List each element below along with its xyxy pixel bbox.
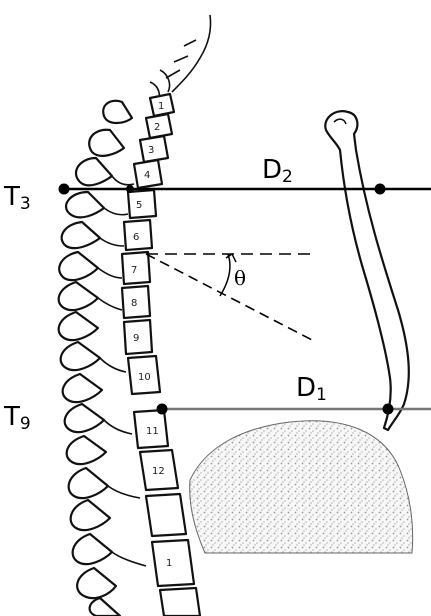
d2-sternum-point [375, 184, 386, 195]
angled-dashed-line [146, 254, 312, 340]
spinal-column: 1 2 3 4 5 6 7 8 9 10 11 12 1 [59, 94, 200, 616]
reference-points [59, 184, 394, 415]
vertebra-number: 9 [133, 333, 139, 344]
vertebra-number: 3 [148, 145, 154, 156]
theta-arc [220, 254, 230, 296]
t9-label: T9 [3, 402, 31, 434]
t3-label: T3 [3, 182, 31, 214]
d1-sternum-point [383, 404, 394, 415]
spinous-processes [59, 101, 132, 616]
vertebra-number: 4 [144, 170, 150, 181]
d2-label-sub: 2 [282, 167, 293, 187]
vertebral-bodies [122, 94, 200, 616]
cervical-sketch [150, 15, 211, 104]
organ-stippled-region [190, 421, 413, 553]
d1-label: D1 [296, 373, 327, 405]
t3-point [59, 184, 70, 195]
t3-label-main: T [3, 182, 20, 212]
d2-label: D2 [262, 155, 293, 187]
labels: T3 T9 D2 D1 θ [3, 155, 327, 434]
vertebra-number: 12 [152, 466, 165, 477]
sternum [325, 111, 408, 430]
vertebra-number: 1 [166, 558, 172, 569]
vertebra-number: 11 [146, 426, 159, 437]
t3-body-point [126, 185, 134, 193]
vertebra-number: 5 [136, 200, 142, 211]
t9-point [157, 404, 168, 415]
t3-label-sub: 3 [20, 194, 31, 214]
theta-arrowhead [226, 254, 236, 262]
theta-label: θ [234, 266, 246, 290]
vertebra-number: 1 [158, 101, 164, 112]
t9-label-main: T [3, 402, 20, 432]
vertebra-number: 10 [138, 372, 151, 383]
vertebra-number: 7 [131, 265, 137, 276]
d2-label-main: D [262, 155, 282, 185]
vertebra-number: 8 [131, 298, 137, 309]
d1-label-main: D [296, 373, 316, 403]
vertebra-number: 2 [154, 122, 160, 133]
t9-label-sub: 9 [20, 414, 31, 434]
d1-label-sub: 1 [316, 385, 327, 405]
vertebra-number: 6 [133, 232, 139, 243]
